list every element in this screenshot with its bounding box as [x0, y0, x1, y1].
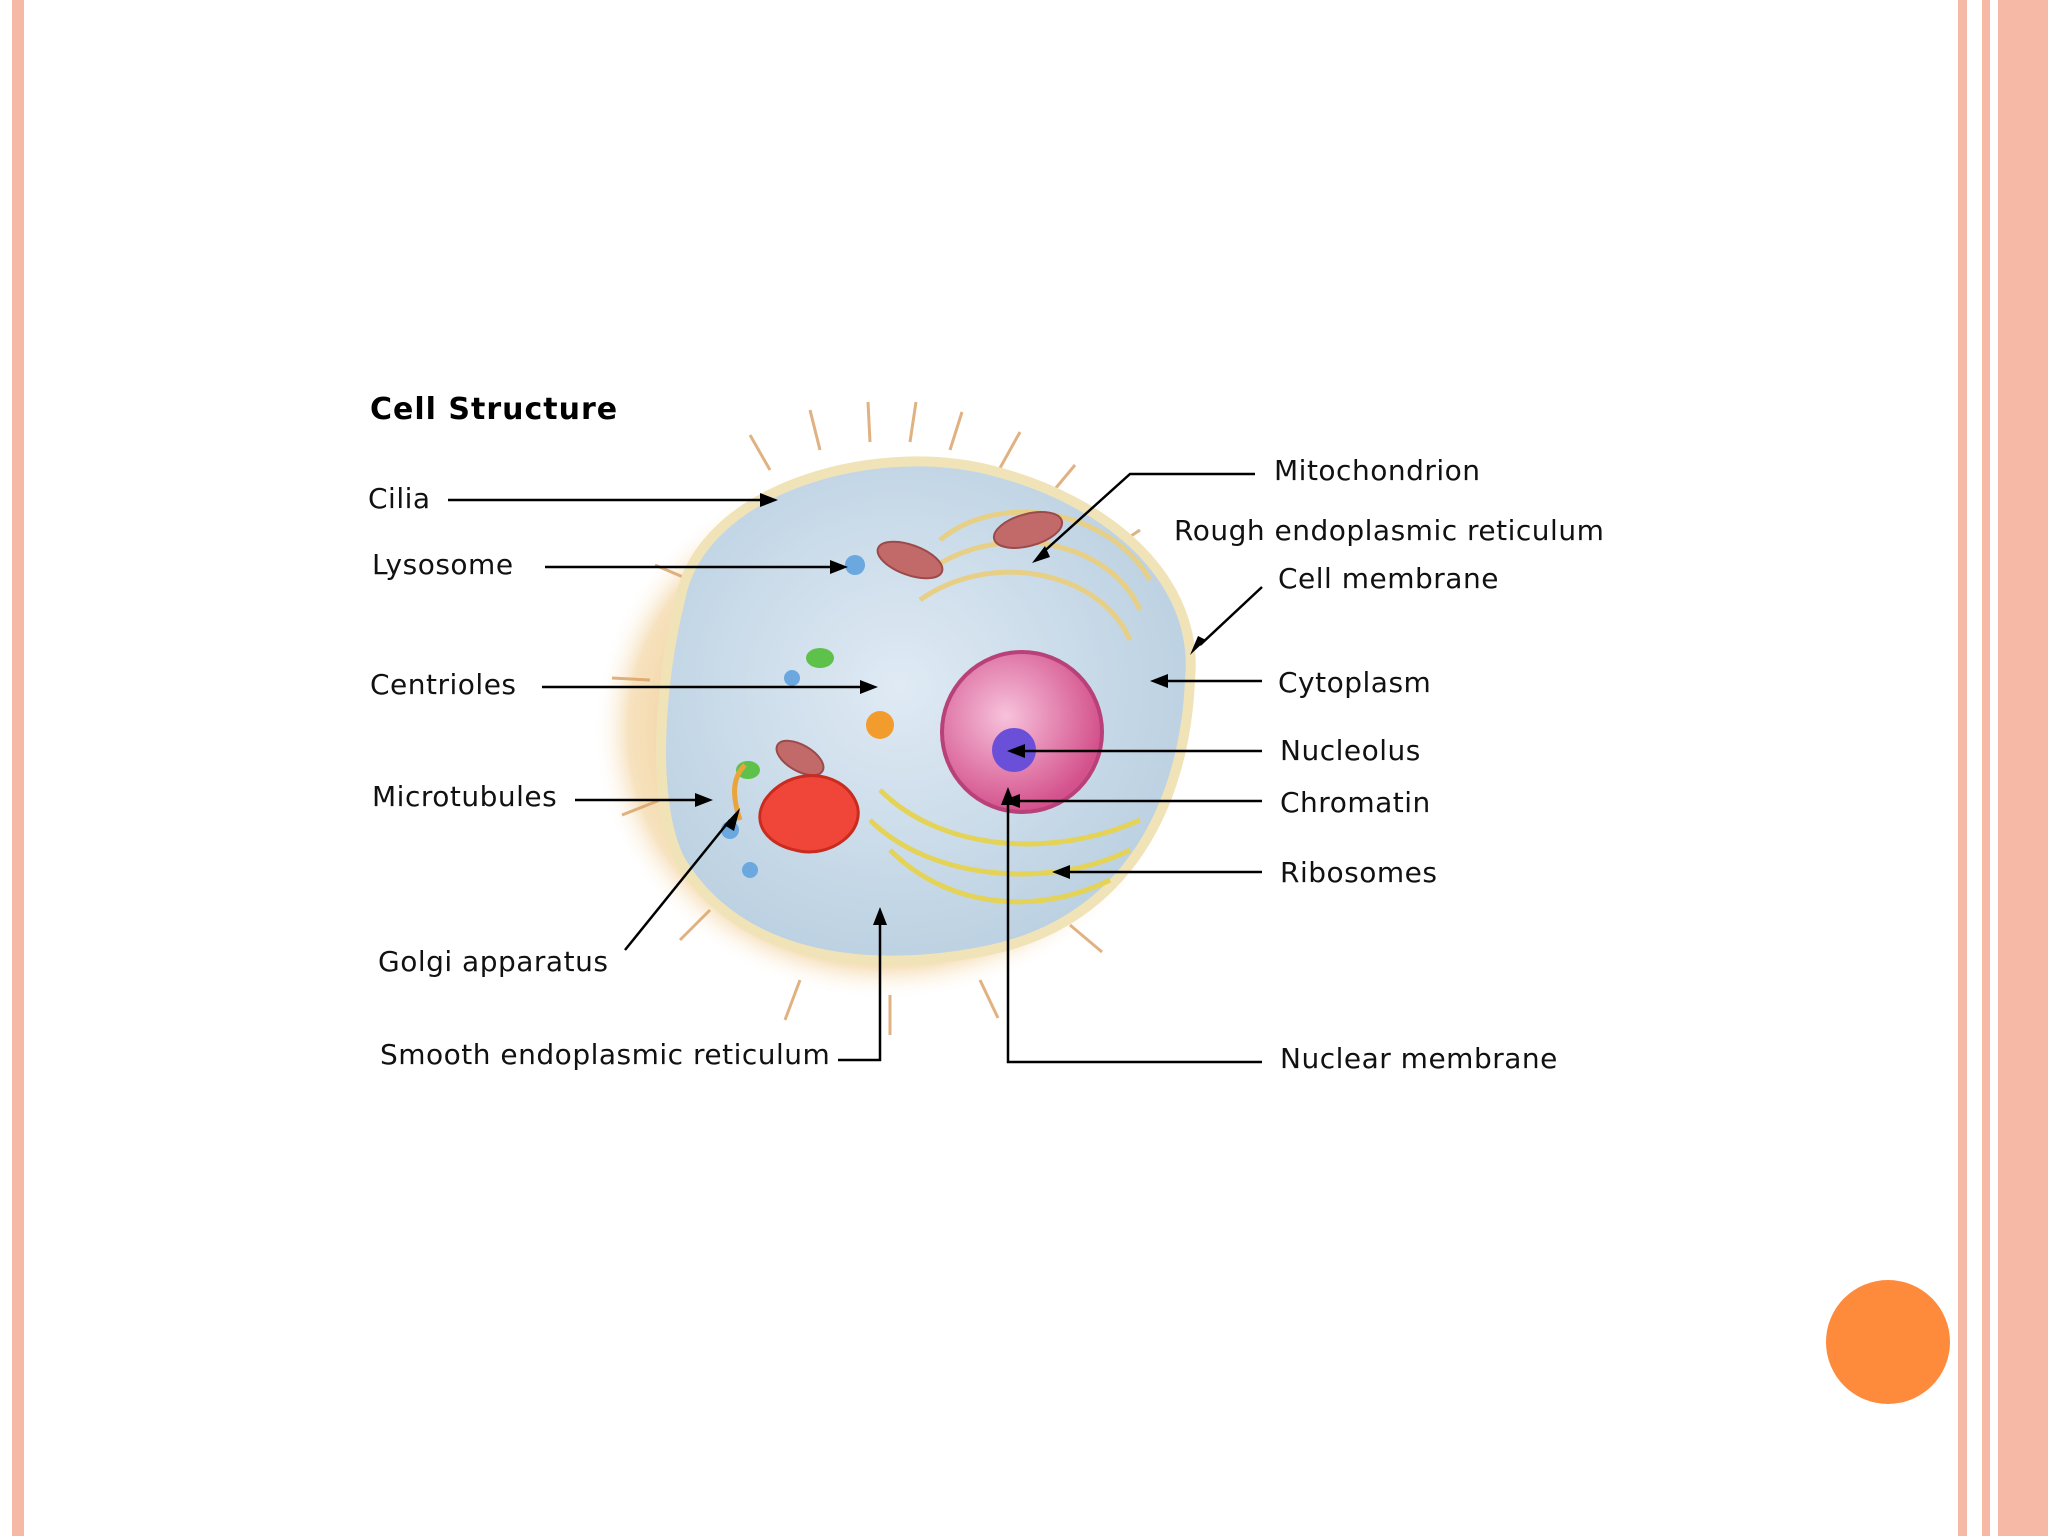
right-frame-bar [1982, 0, 1990, 1536]
label-microtubules: Microtubules [372, 780, 558, 813]
golgi-shape [758, 774, 860, 854]
label-ribosomes: Ribosomes [1280, 856, 1438, 889]
mitochondrion-leader [1039, 472, 1255, 556]
smooth-er-leader [838, 925, 882, 1062]
label-nuclear-membrane: Nuclear membrane [1280, 1042, 1558, 1075]
nuclear-membrane-leader [1006, 805, 1262, 1064]
vesicle-shapes [736, 648, 834, 779]
label-chromatin: Chromatin [1280, 786, 1431, 819]
arrowheads [695, 493, 1206, 925]
label-cytoplasm: Cytoplasm [1278, 666, 1432, 699]
leader-lines [448, 472, 1263, 1064]
label-cilia: Cilia [368, 482, 431, 515]
label-smooth-er: Smooth endoplasmic reticulum [380, 1038, 831, 1071]
cell-illustration [448, 401, 1263, 1064]
golgi-leader [624, 819, 731, 951]
label-golgi-apparatus: Golgi apparatus [378, 945, 609, 978]
orange-accent-dot [1826, 1280, 1950, 1404]
label-mitochondrion: Mitochondrion [1274, 454, 1481, 487]
right-frame-bar [1998, 0, 2048, 1536]
smooth-er-shape [868, 788, 1142, 905]
cell-membrane-leader [1199, 586, 1263, 646]
centriole-shape [866, 711, 894, 739]
label-cell-membrane: Cell membrane [1278, 562, 1499, 595]
label-rough-er: Rough endoplasmic reticulum [1174, 514, 1605, 547]
cilia-hairs [611, 401, 1141, 1035]
label-lysosome: Lysosome [372, 548, 514, 581]
right-frame [1958, 0, 2048, 1536]
cell-structure-diagram: Cell Structure Cilia Lysosome Centrioles… [350, 380, 1610, 1100]
diagram-title: Cell Structure [370, 392, 619, 427]
mitochondria-shapes [775, 511, 1064, 777]
label-nucleolus: Nucleolus [1280, 734, 1421, 767]
left-frame-bar [12, 0, 24, 1536]
right-frame-bar [1958, 0, 1967, 1536]
label-centrioles: Centrioles [370, 668, 517, 701]
